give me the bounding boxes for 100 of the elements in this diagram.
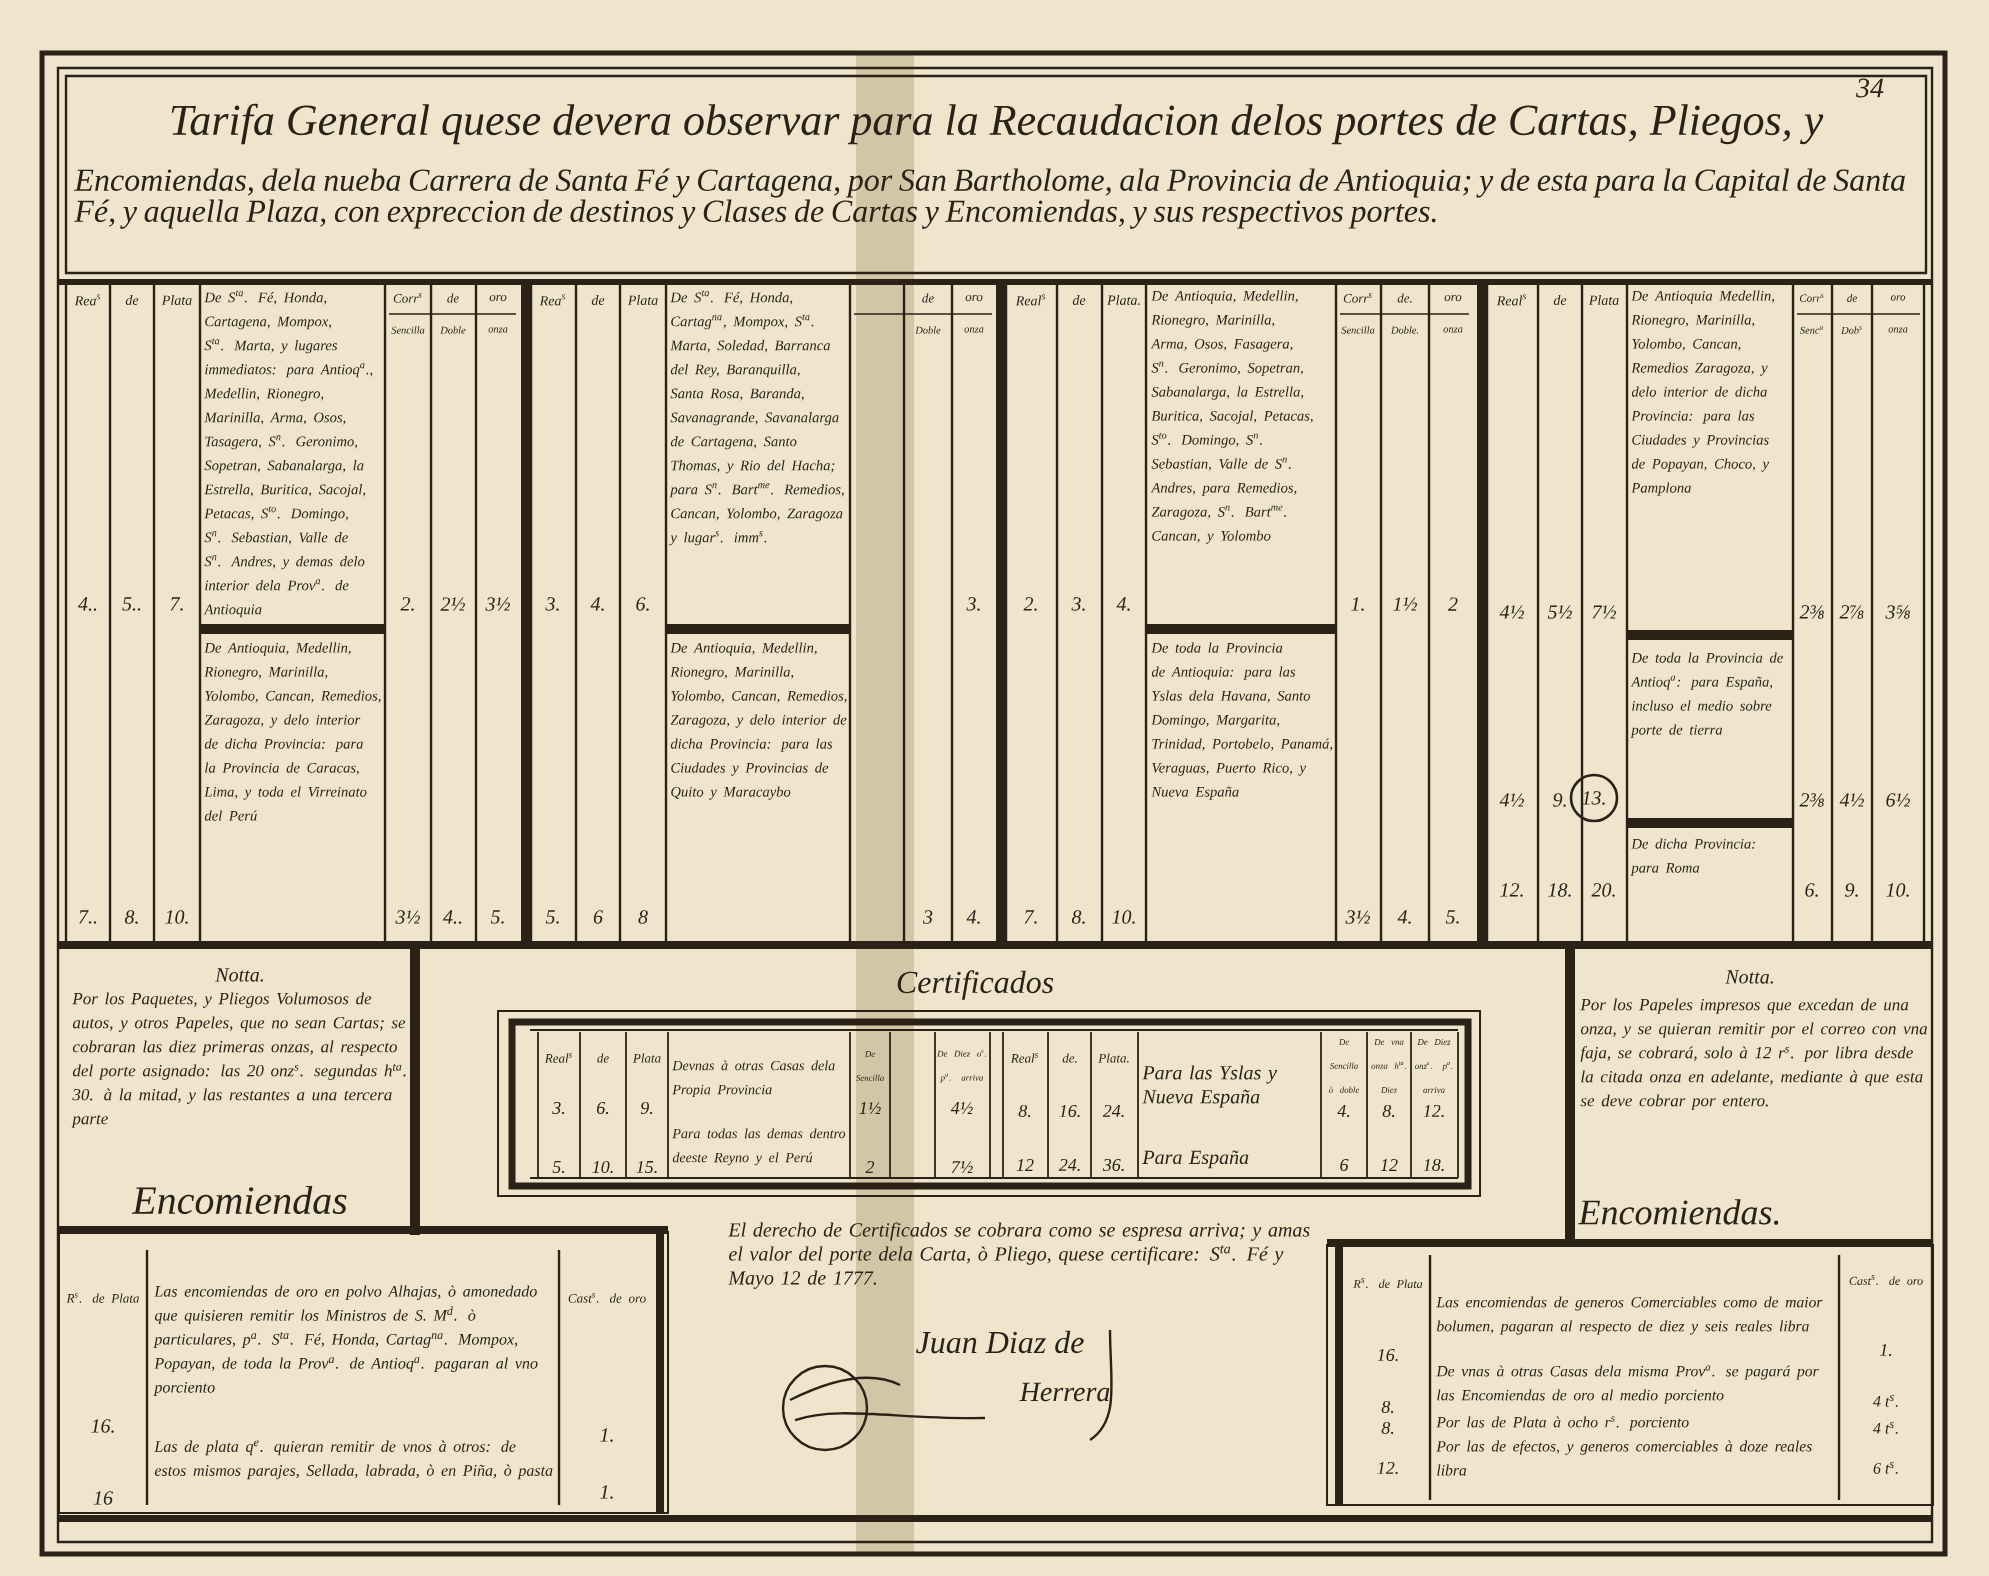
tariff-value: 3½ — [395, 910, 420, 924]
tariff-value: 3. — [552, 1101, 565, 1115]
title-text: Tarifa General quese devera observar para la Recaudacion delos portes de Cartas, Pliegos, y — [171, 103, 1824, 145]
tariff-value: 12 — [1016, 1159, 1034, 1171]
tariff-value: 3. — [966, 597, 980, 611]
tariff-value: 6 — [1340, 1158, 1349, 1172]
column-heading: Corr$^{s}$ — [1343, 293, 1372, 303]
tariff-value: 2. — [400, 597, 414, 611]
tariff-value: 2⅜ — [1799, 605, 1824, 619]
tariff-value: 16. — [91, 1419, 114, 1433]
tariff-text: Por las de efectos, y generos comerciables à doze reales libra — [1436, 1440, 1812, 1476]
column-heading: de — [125, 295, 139, 305]
note-heading: Notta. — [1725, 970, 1773, 984]
column-heading: Doble — [915, 326, 941, 334]
column-heading: de — [1553, 295, 1567, 305]
column-heading: Doble — [440, 326, 466, 334]
column-heading: Plata — [161, 295, 192, 305]
route-text: De Antioquia, Medellin, Rionegro, Marinilla, Yolombo, Cancan, Remedios, Zaragoza, y delo interior de dicha Provincia: para las Ciudades y Provincias de Quito y Maracaybo — [670, 642, 847, 800]
tariff-value: 4. — [1116, 597, 1130, 611]
tariff-value: 2⅜ — [1799, 793, 1824, 807]
tariff-value: 8. — [1071, 910, 1085, 924]
tariff-value: 10. — [165, 910, 188, 924]
route-text: De toda la Provincia de Antioq$^{a}$: para España, incluso el medio sobre porte de tierra — [1630, 652, 1783, 738]
tariff-value: 12. — [1500, 883, 1523, 897]
tariff-value: 4½ — [1499, 793, 1524, 807]
tariff-value: 6. — [1805, 883, 1818, 897]
tariff-value: 4.. — [78, 597, 97, 611]
tariff-value: 12. — [1423, 1104, 1444, 1118]
page-number: 34 — [1856, 78, 1884, 98]
route-text: De toda la Provincia de Antioquia: para las Yslas dela Havana, Santo Domingo, Margarita, Trinidad, Portobelo, Panamá, Veraguas, Puerto Rico, y Nueva España — [1151, 642, 1333, 800]
tariff-value: 24. — [1058, 1158, 1080, 1172]
column-heading: onza — [964, 327, 984, 333]
column-heading: De vna onza h$^{ta}$. Diez — [1371, 1039, 1407, 1093]
column-heading: Cast$^{s}$. de oro — [1849, 1275, 1923, 1285]
column-heading: De Sencilla — [855, 1051, 884, 1081]
column-heading: de — [1847, 294, 1857, 302]
column-heading: Plata. — [1098, 1053, 1129, 1063]
tariff-value: 2 — [865, 1161, 875, 1173]
column-heading: Senc$^{a}$ — [1800, 326, 1823, 334]
column-heading: de. — [1062, 1053, 1077, 1063]
tariff-value: 2½ — [440, 597, 465, 611]
tariff-value: 4½ — [950, 1102, 973, 1114]
column-heading: de — [922, 293, 934, 303]
tariff-text: Las encomiendas de generos Comerciables como de maior bolumen, pagaran al respecto de diez y seis reales libra — [1436, 1296, 1823, 1335]
tariff-value: 18. — [1423, 1158, 1444, 1172]
tariff-value: 5.. — [122, 597, 141, 611]
route-text: Devnas à otras Casas dela Propia Provincia — [672, 1060, 835, 1098]
tariff-value: 1. — [600, 1485, 613, 1499]
tariff-value: 8. — [124, 910, 138, 924]
decree-text: El derecho de Certificados se cobrara como se espresa arriva; y amas el valor del porte dela Carta, ò Pliego, quese certificare: S$^{ta}$. Fé y Mayo 12 de 1777. — [728, 1222, 1310, 1289]
tariff-value: 9. — [1845, 883, 1858, 897]
tariff-value: 10. — [592, 1160, 613, 1174]
route-text: De Antioquia Medellin, Rionegro, Marinilla, Yolombo, Cancan, Remedios Zaragoza, y delo interior de dicha Provincia: para las Ciudades y Provincias de Popayan, Choco, y Pamplona — [1631, 290, 1774, 496]
column-heading: de — [1072, 295, 1086, 305]
tariff-value: 4½ — [1839, 793, 1864, 807]
tariff-value: 15. — [636, 1160, 657, 1174]
route-text: De S$^{ta}$. Fé, Honda, Cartagena, Mompox, S$^{ta}$. Marta, y lugares immediatos: para Antioq$^{a}$., Medellin, Rionegro, Marinilla, Arma, Osos, Tasagera, S$^{n}$. Geronimo, Sopetran, Sabanalarga, la Estrella, Buritica, Sacojal, Petacas, S$^{to}$. Domingo, S$^{n}$. Sebastian, Valle de S$^{n}$. Andres, y demas delo interior dela Prov$^{a}$. de Antioquia — [203, 290, 373, 618]
route-text: De S$^{ta}$. Fé, Honda, Cartag$^{na}$, Mompox, S$^{ta}$. Marta, Soledad, Barranca del Rey, Baranquilla, Santa Rosa, Baranda, Savanagrande, Savanalarga de Cartagena, Santo Thomas, y Rio del Hacha; para S$^{n}$. Bart$^{me}$. Remedios, Cancan, Yolombo, Zaragoza y lugar$^{s}$. imm$^{s}$. — [669, 290, 844, 546]
tariff-value: 6. — [636, 597, 649, 611]
tariff-value: 16. — [1377, 1348, 1398, 1362]
tariff-value: 9. — [640, 1101, 653, 1115]
tariff-value: 16. — [1059, 1104, 1080, 1118]
tariff-value: 36. — [1102, 1158, 1124, 1172]
tariff-value: 3½ — [485, 597, 510, 611]
column-heading: de — [597, 1053, 609, 1063]
tariff-text: De vnas à otras Casas dela misma Prov$^{a}$. se pagará por las Encomiendas de oro al medio porciento — [1436, 1365, 1819, 1404]
tariff-value: 4. — [1337, 1104, 1350, 1118]
tariff-value: 2⅞ — [1839, 605, 1864, 619]
tariff-value: 6 t$^{s}$. — [1873, 1462, 1898, 1474]
tariff-text: Por las de Plata à ocho r$^{s}$. porciento — [1436, 1416, 1689, 1431]
column-heading: onza — [1443, 327, 1463, 333]
route-text: De dicha Provincia: para Roma — [1630, 838, 1755, 876]
column-heading: Rea$^{s}$ — [74, 294, 100, 306]
column-heading: De Diez o$^{s}$. p$^{a}$. arriva — [937, 1049, 987, 1083]
section-heading: Encomiendas. — [1578, 1199, 1779, 1225]
note-text: Por los Paquetes, y Pliegos Volumosos de autos, y otros Papeles, que no sean Cartas; se cobraran las diez primeras onzas, al respecto del porte asignado: las 20 onz$^{s}$. segundas h$^{ta}$. 30. à la mitad, y las restantes a una tercera parte — [71, 992, 406, 1128]
tariff-value: 4 t$^{s}$. — [1873, 1422, 1898, 1434]
tariff-value: 16 — [93, 1491, 113, 1505]
column-heading: Cast$^{s}$. de oro — [568, 1293, 646, 1303]
route-text: Para España — [1142, 1150, 1249, 1169]
tariff-value: 8. — [1018, 1104, 1031, 1118]
column-heading: oro — [965, 294, 983, 302]
column-heading: de — [591, 295, 605, 305]
highlighted-value: 13. — [1569, 773, 1619, 823]
tariff-value: 3⅝ — [1885, 605, 1910, 619]
tariff-value: 4. — [1397, 910, 1411, 924]
tariff-value: 3 — [923, 910, 933, 924]
column-heading: Sencilla — [1341, 326, 1375, 334]
tariff-value: 7½ — [1592, 605, 1616, 619]
column-heading: onza — [488, 327, 508, 333]
column-heading: Corr$^{s}$ — [393, 293, 422, 303]
column-heading: Doble. — [1390, 326, 1419, 334]
column-heading: Corr$^{s}$ — [1799, 294, 1824, 302]
note-text: Por los Papeles impresos que excedan de una onza, y se quieran remitir por el correo con vna faja, se cobrará, solo à 12 r$^{s}$. por libra desde la citada onza en adelante, mediante à que esta se deve cobrar por entero. — [1580, 998, 1927, 1110]
tariff-value: 6½ — [1886, 793, 1910, 807]
signature-text: Herrera — [1019, 1382, 1110, 1402]
column-heading: De Diez onz$^{s}$. p$^{a}$. arriva — [1415, 1039, 1453, 1093]
column-heading: Real$^{s}$ — [1010, 1053, 1038, 1063]
tariff-value: 5½ — [1547, 605, 1572, 619]
tariff-value: 3½ — [1345, 910, 1370, 924]
